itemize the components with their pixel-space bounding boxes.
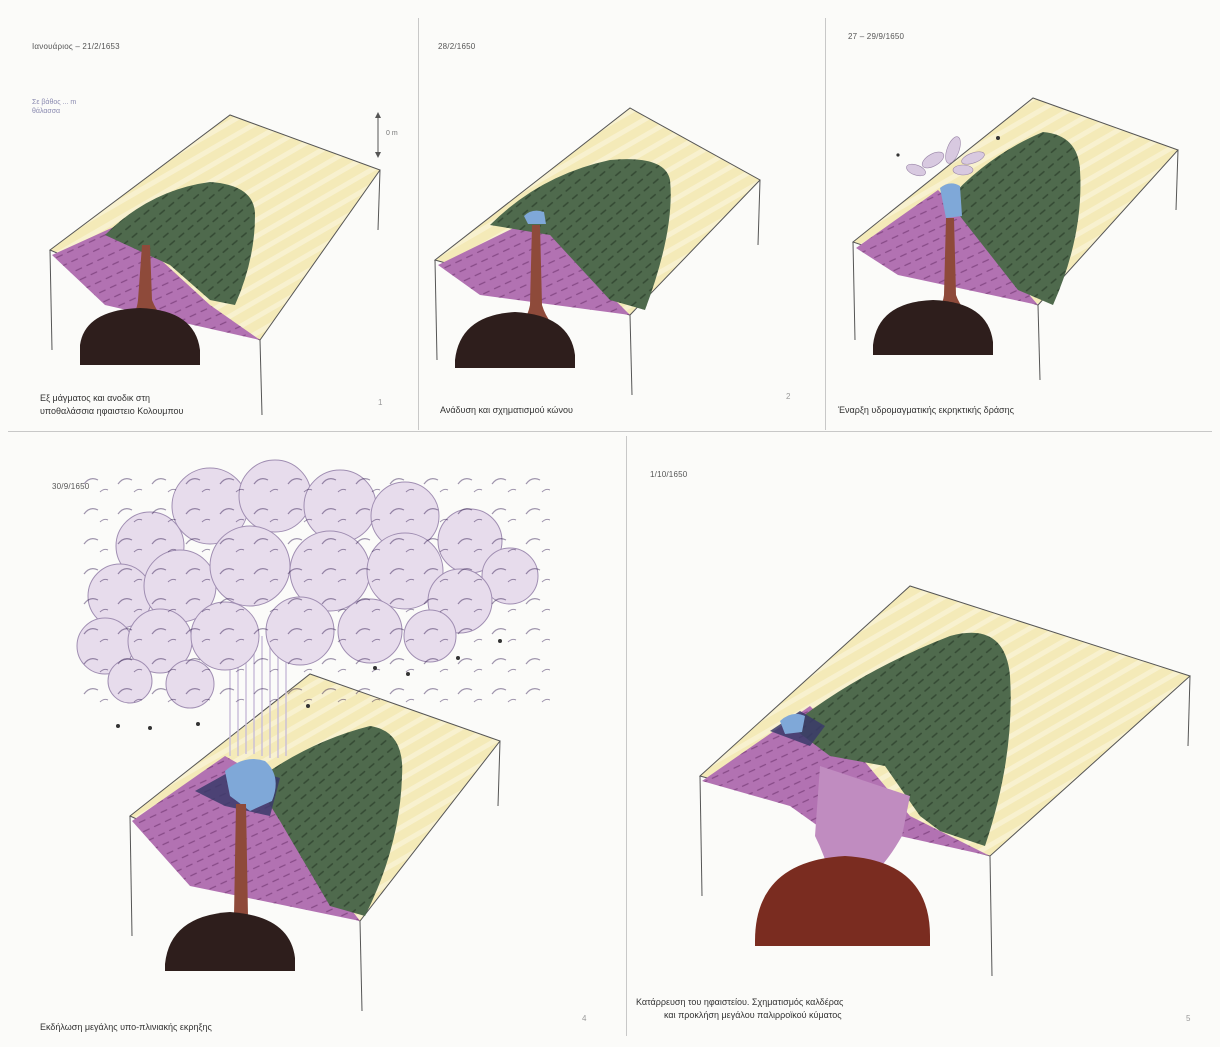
stage-caption: Κατάρρευση του ηφαιστείου. Σχηματισμός κ…	[636, 996, 1056, 1022]
caption-line-1: Ανάδυση και σχηματισμού κώνου	[440, 404, 760, 417]
stage-date: 28/2/1650	[438, 42, 475, 51]
stage-number: 1	[378, 398, 382, 407]
caption-line-2: υποθαλάσσια ηφαιστειο Κολουμπου	[40, 405, 360, 418]
stage-caption: Ανάδυση και σχηματισμού κώνου	[440, 404, 760, 417]
panel-stage-1: Ιανουάριος – 21/2/1653 Σε βάθος ... m θά…	[10, 20, 415, 430]
magma-chamber	[755, 856, 930, 946]
volcano-diagram-3	[828, 20, 1212, 430]
divider-vertical-3	[626, 436, 627, 1036]
stage-number: 4	[582, 1014, 586, 1023]
stage-date: 1/10/1650	[650, 470, 687, 479]
volcano-diagram-1	[10, 20, 415, 430]
scale-label: 0 m	[386, 130, 398, 137]
magma-chamber	[165, 912, 295, 971]
divider-horizontal	[8, 431, 1212, 432]
caption-line-1: Εκδήλωση μεγάλης υπο-πλινιακής εκρηξης	[40, 1021, 460, 1034]
caption-line-1: Εξ μάγματος και ανοδικ στη	[40, 392, 360, 405]
volcano-diagram-5	[630, 436, 1212, 1041]
caption-line-1: Κατάρρευση του ηφαιστείου. Σχηματισμός κ…	[636, 996, 1056, 1009]
panel-stage-3: 27 – 29/9/1650 Έναρξη υδρομαγματικής εκρ…	[828, 20, 1212, 430]
stage-date: Ιανουάριος – 21/2/1653	[32, 42, 120, 51]
legend-line-1: Σε βάθος ... m	[32, 98, 76, 107]
panel-stage-5: 1/10/1650 Κατάρρευση του ηφαιστείου. Σχη…	[630, 436, 1212, 1041]
legend-line-2: θάλασσα	[32, 107, 76, 116]
stage-caption: Έναρξη υδρομαγματικής εκρηκτικής δράσης	[838, 404, 1198, 417]
stage-caption: Εκδήλωση μεγάλης υπο-πλινιακής εκρηξης	[40, 1021, 460, 1034]
stage-date: 27 – 29/9/1650	[848, 32, 904, 41]
stage-number: 2	[786, 392, 790, 401]
volcano-diagram-4	[10, 436, 622, 1041]
stage-caption: Εξ μάγματος και ανοδικ στη υποθαλάσσια η…	[40, 392, 360, 418]
volcano-diagram-2	[420, 20, 822, 430]
divider-vertical-2	[825, 18, 826, 430]
panel-stage-2: 28/2/1650 Ανάδυση και σχηματισμού κώνου …	[420, 20, 822, 430]
stage-number: 5	[1186, 1014, 1190, 1023]
divider-vertical-1	[418, 18, 419, 430]
magma-chamber	[873, 300, 993, 355]
magma-chamber	[455, 312, 575, 368]
stage-date: 30/9/1650	[52, 482, 89, 491]
caption-line-1: Έναρξη υδρομαγματικής εκρηκτικής δράσης	[838, 404, 1198, 417]
panel-stage-4: 30/9/1650 Εκδήλωση μεγάλης υπο-πλινιακής…	[10, 436, 622, 1041]
caption-line-2: και προκλήση μεγάλου παλιρροϊκού κύματος	[636, 1009, 1056, 1022]
legend-text: Σε βάθος ... m θάλασσα	[32, 98, 76, 116]
